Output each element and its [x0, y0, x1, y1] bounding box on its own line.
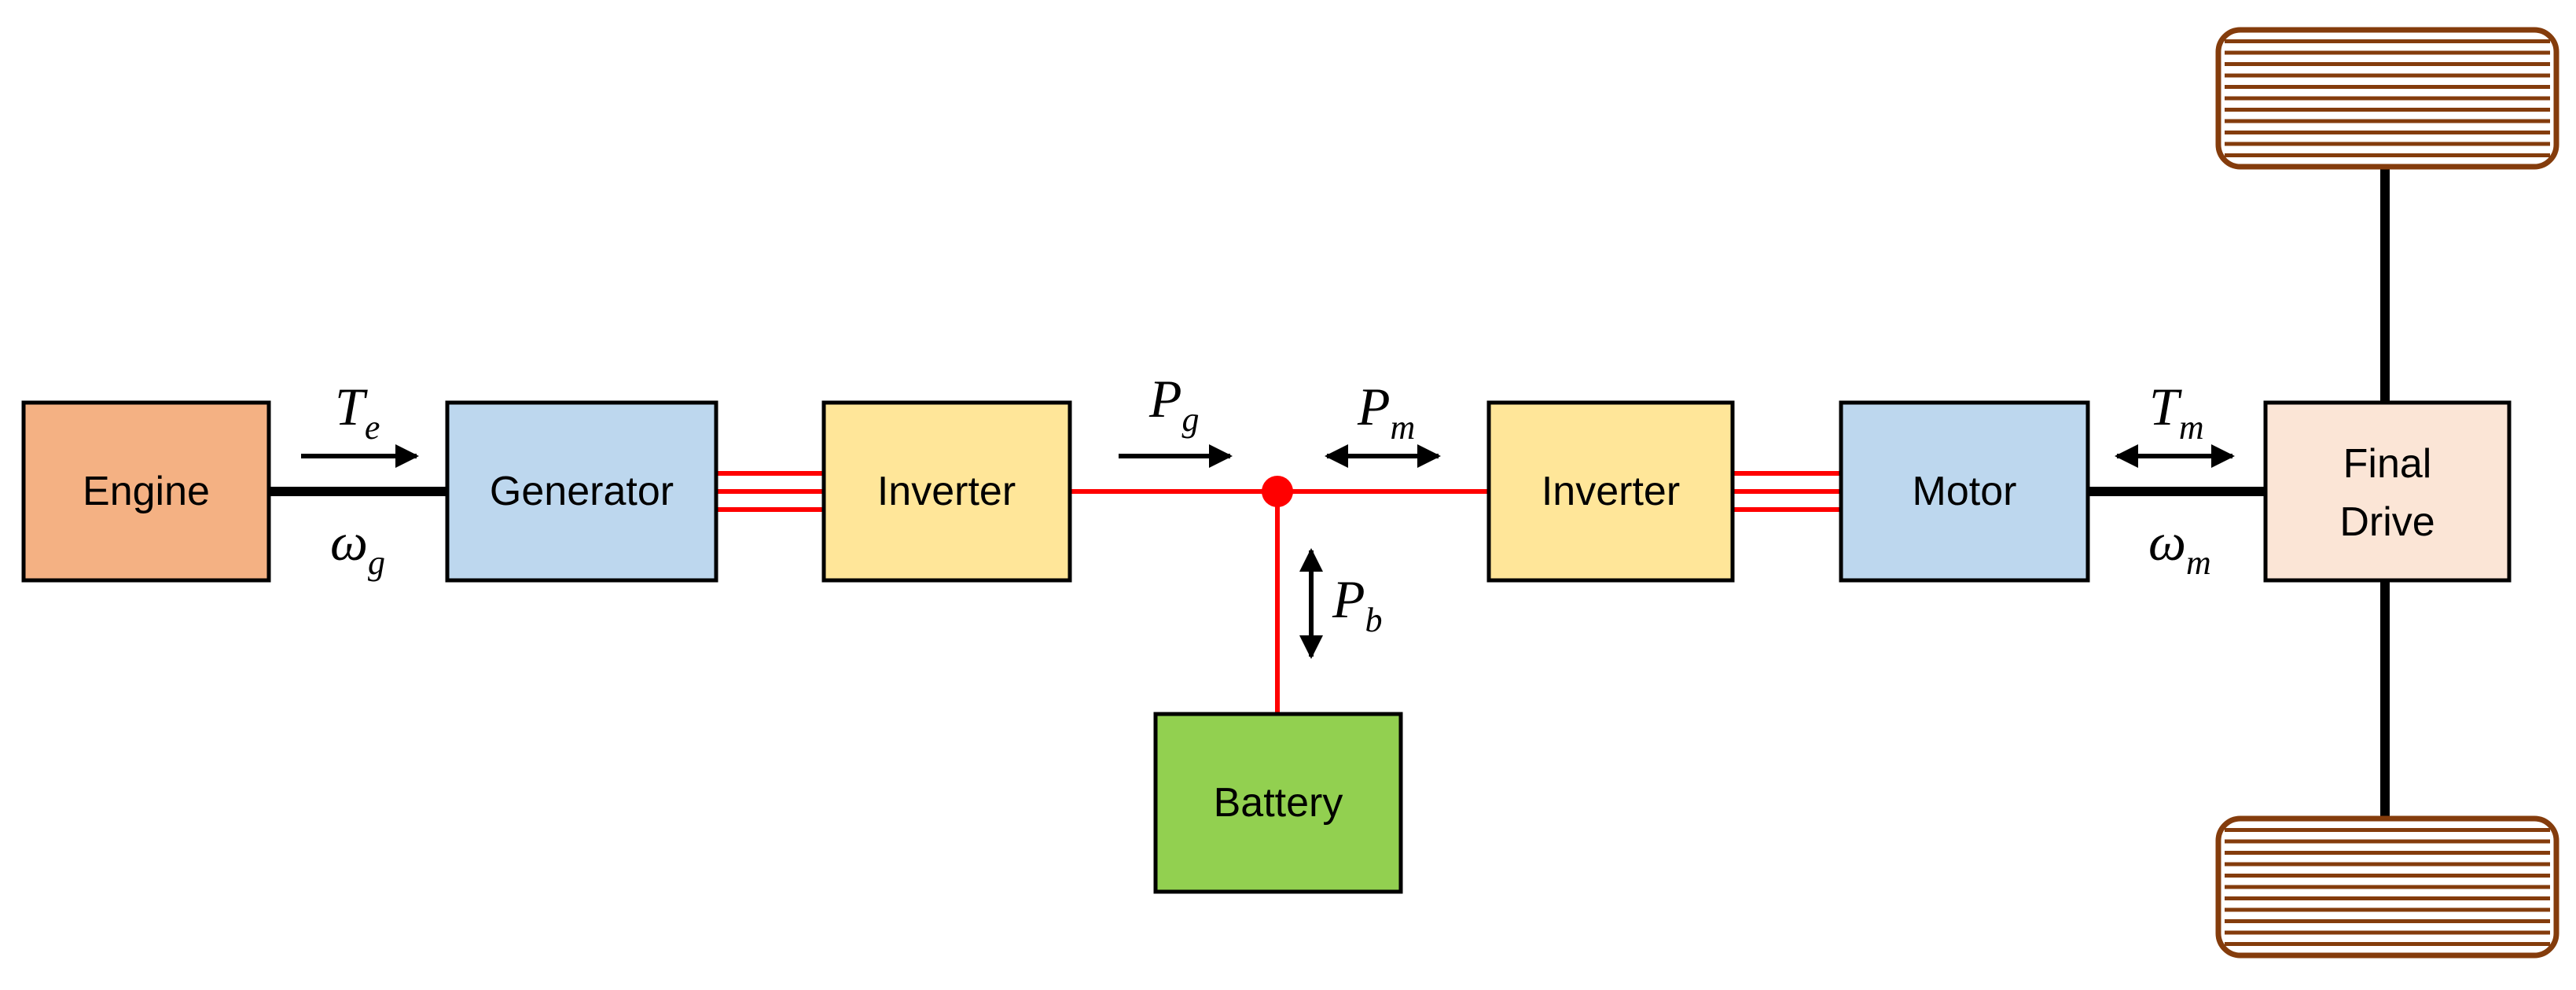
inverter-left-block[interactable]: Inverter: [821, 400, 1072, 583]
inverter-right-block[interactable]: Inverter: [1486, 400, 1735, 583]
wheel-bottom-tread: [2225, 828, 2550, 946]
wheel-top-tread: [2225, 39, 2550, 157]
symbol-te: Te: [335, 377, 380, 447]
engine-label: Engine: [83, 469, 210, 514]
motor-label: Motor: [1913, 469, 2017, 514]
symbol-pm: Pm: [1357, 377, 1415, 447]
electrical-lines: [716, 471, 1841, 714]
engine-block[interactable]: Engine: [21, 400, 271, 583]
symbol-pb: Pb: [1332, 569, 1383, 639]
battery-block[interactable]: Battery: [1153, 712, 1403, 894]
symbol-pg: Pg: [1148, 369, 1200, 439]
final-drive-block[interactable]: Final Drive: [2263, 400, 2512, 583]
symbol-omega-g: ωg: [330, 512, 385, 582]
generator-label: Generator: [490, 469, 674, 514]
inverter-right-label: Inverter: [1542, 469, 1680, 514]
symbol-omega-m: ωm: [2148, 512, 2211, 582]
final-drive-label-line2: Drive: [2339, 499, 2435, 545]
dc-bus-junction: [1262, 476, 1293, 507]
symbol-tm: Tm: [2149, 377, 2204, 447]
generator-block[interactable]: Generator: [445, 400, 718, 583]
motor-block[interactable]: Motor: [1839, 400, 2090, 583]
wheel-top: [2215, 27, 2559, 170]
final-drive-label-line1: Final: [2343, 441, 2432, 487]
mechanical-shafts: [269, 167, 2390, 819]
battery-label: Battery: [1214, 780, 1343, 826]
flow-arrows: [301, 444, 2235, 659]
inverter-left-label: Inverter: [877, 469, 1016, 514]
wheel-bottom: [2215, 815, 2559, 959]
